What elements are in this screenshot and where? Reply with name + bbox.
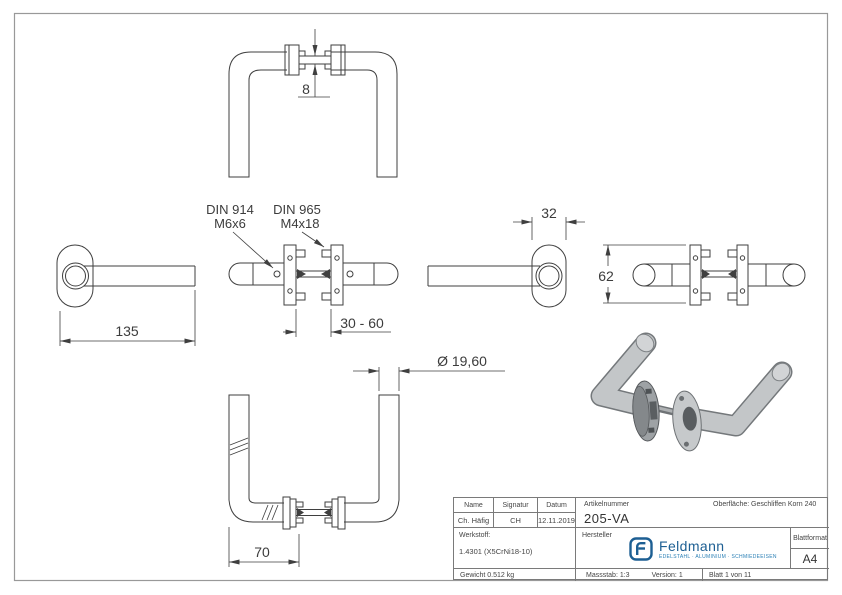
dim-spindle-square-text: 8 — [302, 81, 310, 97]
dim-rosette-width: 32 — [513, 205, 585, 240]
version-value: Version: 1 — [651, 571, 683, 579]
signatur-label: Signatur — [494, 498, 538, 513]
dim-grip-length-text: 70 — [254, 544, 270, 560]
din965-line2: M4x18 — [280, 216, 319, 231]
dim-tube-diameter: Ø 19,60 — [353, 353, 505, 391]
datum-value: 12.11.2019 — [538, 513, 576, 528]
feldmann-logo: Feldmann EDELSTAHL · ALUMINIUM · SCHMIED… — [629, 537, 777, 561]
section-view-right: 62 — [598, 244, 806, 306]
bottom-view: 70 Ø 19,60 — [228, 353, 505, 567]
dim-rosette-height: 62 — [598, 244, 686, 304]
feldmann-logo-icon — [629, 537, 653, 561]
artikelnummer-cell: Artikelnummer 205-VA Oberfläche: Geschli… — [576, 498, 829, 528]
dim-handle-length-text: 135 — [115, 323, 139, 339]
oberflaeche-label: Oberfläche: — [713, 501, 750, 508]
werkstoff-label: Werkstoff: — [459, 532, 491, 539]
name-value: Ch. Häfig — [454, 513, 494, 528]
dim-tube-diameter-text: Ø 19,60 — [437, 353, 487, 369]
name-label: Name — [454, 498, 494, 513]
section-view-center: DIN 914 M6x6 DIN 965 M4x18 30 - 60 — [206, 202, 399, 337]
blattformat-label: Blattformat — [791, 528, 829, 549]
blatt-cell: Blatt 1 von 11 — [709, 571, 752, 579]
front-view-right: 32 — [427, 205, 585, 308]
sheet-border — [13, 12, 829, 582]
werkstoff-value: 1.4301 (X5CrNi18-10) — [459, 547, 533, 556]
oberflaeche-value: Geschliffen Korn 240 — [751, 501, 817, 508]
dim-door-thickness: 30 - 60 — [283, 309, 391, 337]
din914-line2: M6x6 — [214, 216, 246, 231]
din965-line1: DIN 965 — [273, 202, 321, 217]
gewicht-cell: Gewicht 0.512 kg — [454, 569, 576, 581]
werkstoff-cell: Werkstoff: 1.4301 (X5CrNi18-10) — [454, 528, 576, 569]
dim-door-thickness-text: 30 - 60 — [340, 315, 384, 331]
dim-grip-length: 70 — [228, 527, 300, 567]
title-block: Name Signatur Datum Ch. Häfig CH 12.11.2… — [453, 497, 829, 581]
logo-wordmark: Feldmann — [659, 537, 725, 554]
hersteller-cell: Hersteller Feldmann EDELSTAHL · ALUMINIU… — [576, 528, 791, 569]
isometric-view — [590, 332, 793, 452]
annotation-din965: DIN 965 M4x18 — [273, 202, 325, 248]
massstab-value: Massstab: 1:3 — [586, 571, 630, 579]
top-view: 8 — [228, 29, 398, 178]
hersteller-label: Hersteller — [582, 532, 612, 539]
front-view-left: 135 — [56, 244, 196, 346]
artikelnummer-value: 205-VA — [584, 511, 630, 526]
dim-rosette-width-text: 32 — [541, 205, 557, 221]
dim-spindle-square: 8 — [298, 29, 330, 98]
logo-tagline: EDELSTAHL · ALUMINIUM · SCHMIEDEEISEN — [659, 553, 777, 560]
artikelnummer-label: Artikelnummer — [584, 501, 630, 508]
annotation-din914: DIN 914 M6x6 — [206, 202, 274, 269]
blattformat-value: A4 — [791, 549, 829, 569]
datum-label: Datum — [538, 498, 576, 513]
dim-handle-length: 135 — [59, 290, 196, 346]
signatur-value: CH — [494, 513, 538, 528]
massstab-cell: Massstab: 1:3 Version: 1 — [576, 569, 703, 581]
din914-line1: DIN 914 — [206, 202, 254, 217]
dim-rosette-height-text: 62 — [598, 268, 614, 284]
